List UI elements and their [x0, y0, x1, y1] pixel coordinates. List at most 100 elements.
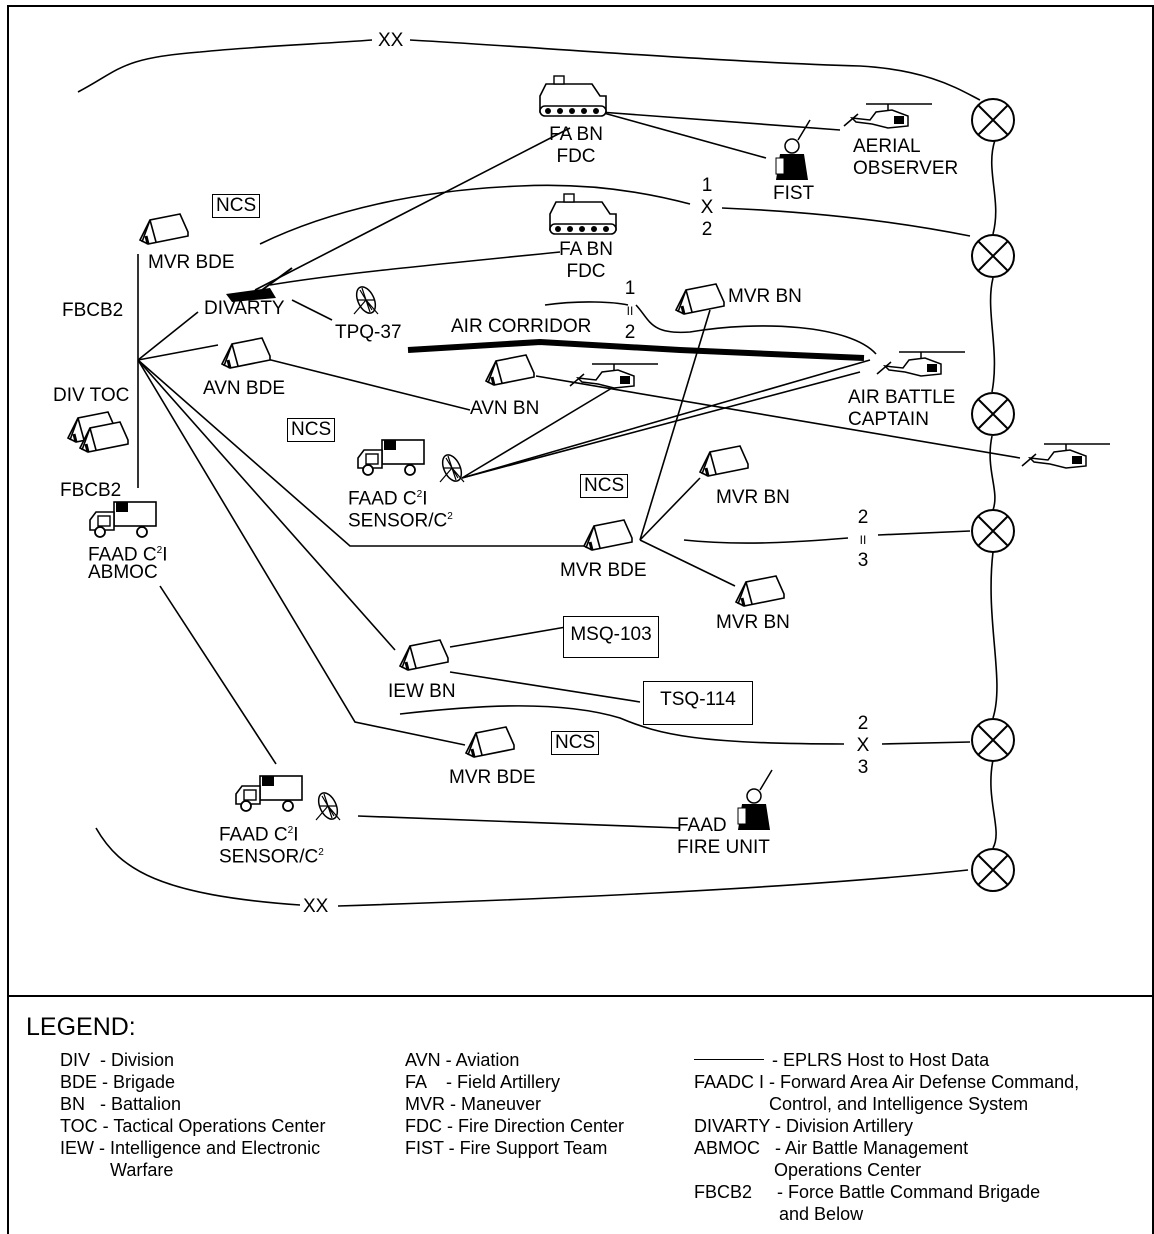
network-diagram	[66, 39, 1111, 907]
legend-col3-item: and Below	[694, 1204, 864, 1224]
contact-point-6-icon	[971, 848, 1015, 892]
divarty-howitzer-icon	[226, 267, 293, 302]
air-battle-captain-label-1: AIR BATTLE	[848, 387, 956, 408]
fbcb2-label-2: FBCB2	[60, 480, 122, 501]
fa-bn-fdc-apc-mid-icon	[549, 193, 617, 235]
mvr-bn-1-icon	[674, 282, 726, 316]
faad-sensor-1-antenna-icon	[438, 451, 466, 485]
divarty-label: DIVARTY	[204, 298, 285, 319]
boundary-1x2-top: 1	[701, 175, 713, 196]
tpq37-label: TPQ-37	[335, 322, 402, 343]
faad-sensor-1-truck-icon	[357, 439, 425, 476]
iew-bn-label: IEW BN	[388, 681, 456, 702]
mvr-bde-2-icon	[582, 518, 634, 552]
fa-bn-fdc-top-label-2: FDC	[556, 146, 596, 167]
boundary-1x2-mid: X	[700, 197, 714, 218]
mvr-bn-2-label: MVR BN	[716, 487, 790, 508]
legend-col3-item: ABMOC - Air Battle Management	[694, 1138, 969, 1158]
legend-col1-item: BDE - Brigade	[60, 1072, 176, 1092]
legend-col2-item: FDC - Fire Direction Center	[405, 1116, 625, 1136]
boundary-2ii3-bot: 3	[857, 550, 869, 571]
legend-col1-item: IEW - Intelligence and Electronic	[60, 1138, 321, 1158]
fa-bn-fdc-apc-top-icon	[539, 75, 607, 117]
air-corridor-label: AIR CORRIDOR	[451, 316, 592, 337]
faad-sensor-2-label-1: FAAD C2I	[219, 824, 299, 846]
air-battle-captain-helicopter-icon	[876, 351, 966, 377]
mvr-bn-3-label: MVR BN	[716, 612, 790, 633]
aerial-observer-label-1: AERIAL	[853, 136, 921, 157]
mvr-bde-3-icon	[464, 725, 516, 759]
mvr-bde-1-icon	[138, 212, 190, 246]
aerial-observer-label-2: OBSERVER	[853, 158, 959, 179]
legend-col3-item: Operations Center	[694, 1160, 922, 1180]
legend-title: LEGEND:	[26, 1013, 136, 1041]
legend-col1-item: TOC - Tactical Operations Center	[60, 1116, 326, 1136]
legend-col3-item: DIVARTY - Division Artillery	[694, 1116, 914, 1136]
division-boundary-top-label: XX	[378, 30, 404, 51]
legend-divider	[7, 995, 1154, 997]
division-boundary-bottom-label: XX	[303, 896, 329, 917]
legend-line-sample	[694, 1059, 764, 1060]
ncs-badge-4: NCS	[551, 731, 600, 755]
faad-sensor-2-label-2: SENSOR/C2	[219, 846, 324, 868]
contact-point-3-icon	[971, 392, 1015, 436]
faad-abmoc-label-2: ABMOC	[88, 562, 158, 583]
mvr-bde-2-label: MVR BDE	[560, 560, 647, 581]
legend-col3-item: FAADC I - Forward Area Air Defense Comma…	[694, 1072, 1080, 1092]
boundary-2ii3-mid: II	[859, 533, 867, 547]
contact-point-2-icon	[971, 234, 1015, 278]
legend-col2-item: FA - Field Artillery	[405, 1072, 561, 1092]
aerial-observer-helicopter-icon	[843, 103, 933, 129]
faad-abmoc-truck-icon	[89, 501, 157, 538]
fist-label: FIST	[773, 183, 815, 204]
faad-sensor-2-truck-icon	[235, 775, 303, 812]
boundary-2ii3-top: 2	[857, 507, 869, 528]
msq103-box: MSQ-103	[563, 616, 659, 658]
fa-bn-fdc-mid-label-2: FDC	[566, 261, 606, 282]
faad-sensor-2-antenna-icon	[314, 789, 342, 823]
faad-sensor-1-label-2: SENSOR/C2	[348, 510, 453, 532]
fa-bn-fdc-top-label-1: FA BN	[549, 124, 603, 145]
avn-bde-label: AVN BDE	[203, 378, 286, 399]
boundary-1ii2-top: 1	[624, 278, 636, 299]
mvr-bn-1-label: MVR BN	[728, 286, 802, 307]
iew-bn-icon	[398, 638, 450, 672]
fa-bn-fdc-mid-label-1: FA BN	[559, 239, 613, 260]
legend-col1-item: BN - Battalion	[60, 1094, 182, 1114]
legend-col2-item: MVR - Maneuver	[405, 1094, 542, 1114]
faad-fire-unit-label-2: FIRE UNIT	[677, 837, 770, 858]
legend-col3-item: - EPLRS Host to Host Data	[772, 1050, 990, 1070]
air-battle-captain-label-2: CAPTAIN	[848, 409, 929, 430]
contact-point-4-icon	[971, 509, 1015, 553]
fbcb2-label-1: FBCB2	[62, 300, 124, 321]
legend-col1-item: Warfare	[60, 1160, 174, 1180]
boundary-2x3-top: 2	[857, 713, 869, 734]
contact-point-1-icon	[971, 98, 1015, 142]
boundary-1x2-bot: 2	[701, 219, 713, 240]
contact-point-5-icon	[971, 718, 1015, 762]
diagram-frame	[7, 5, 1154, 1234]
boundary-1ii2-bot: 2	[624, 322, 636, 343]
ncs-badge-2: NCS	[287, 418, 336, 442]
avn-bde-icon	[220, 336, 272, 370]
legend-col3-item: FBCB2 - Force Battle Command Brigade	[694, 1182, 1041, 1202]
legend-col2-item: AVN - Aviation	[405, 1050, 520, 1070]
mvr-bn-2-icon	[698, 444, 750, 478]
fist-soldier-icon	[775, 119, 811, 181]
tpq37-radar-icon	[352, 283, 380, 317]
legend-col3-item: Control, and Intelligence System	[694, 1094, 1029, 1114]
faad-abmoc-label-1: FAAD C2I	[88, 544, 168, 566]
ncs-badge-3: NCS	[580, 474, 629, 498]
mvr-bde-3-label: MVR BDE	[449, 767, 536, 788]
faad-fire-unit-soldier-icon	[737, 769, 773, 831]
faad-sensor-1-label-1: FAAD C2I	[348, 488, 428, 510]
legend-col1-item: DIV - Division	[60, 1050, 175, 1070]
boundary-1ii2-mid: II	[626, 304, 634, 318]
div-toc-label: DIV TOC	[53, 385, 130, 406]
helicopter-right-icon	[1021, 443, 1111, 469]
mvr-bn-3-icon	[734, 574, 786, 608]
legend-col2-item: FIST - Fire Support Team	[405, 1138, 608, 1158]
boundary-2x3-mid: X	[856, 735, 870, 756]
faad-fire-unit-label-1: FAAD	[677, 815, 727, 836]
mvr-bde-1-label: MVR BDE	[148, 252, 235, 273]
